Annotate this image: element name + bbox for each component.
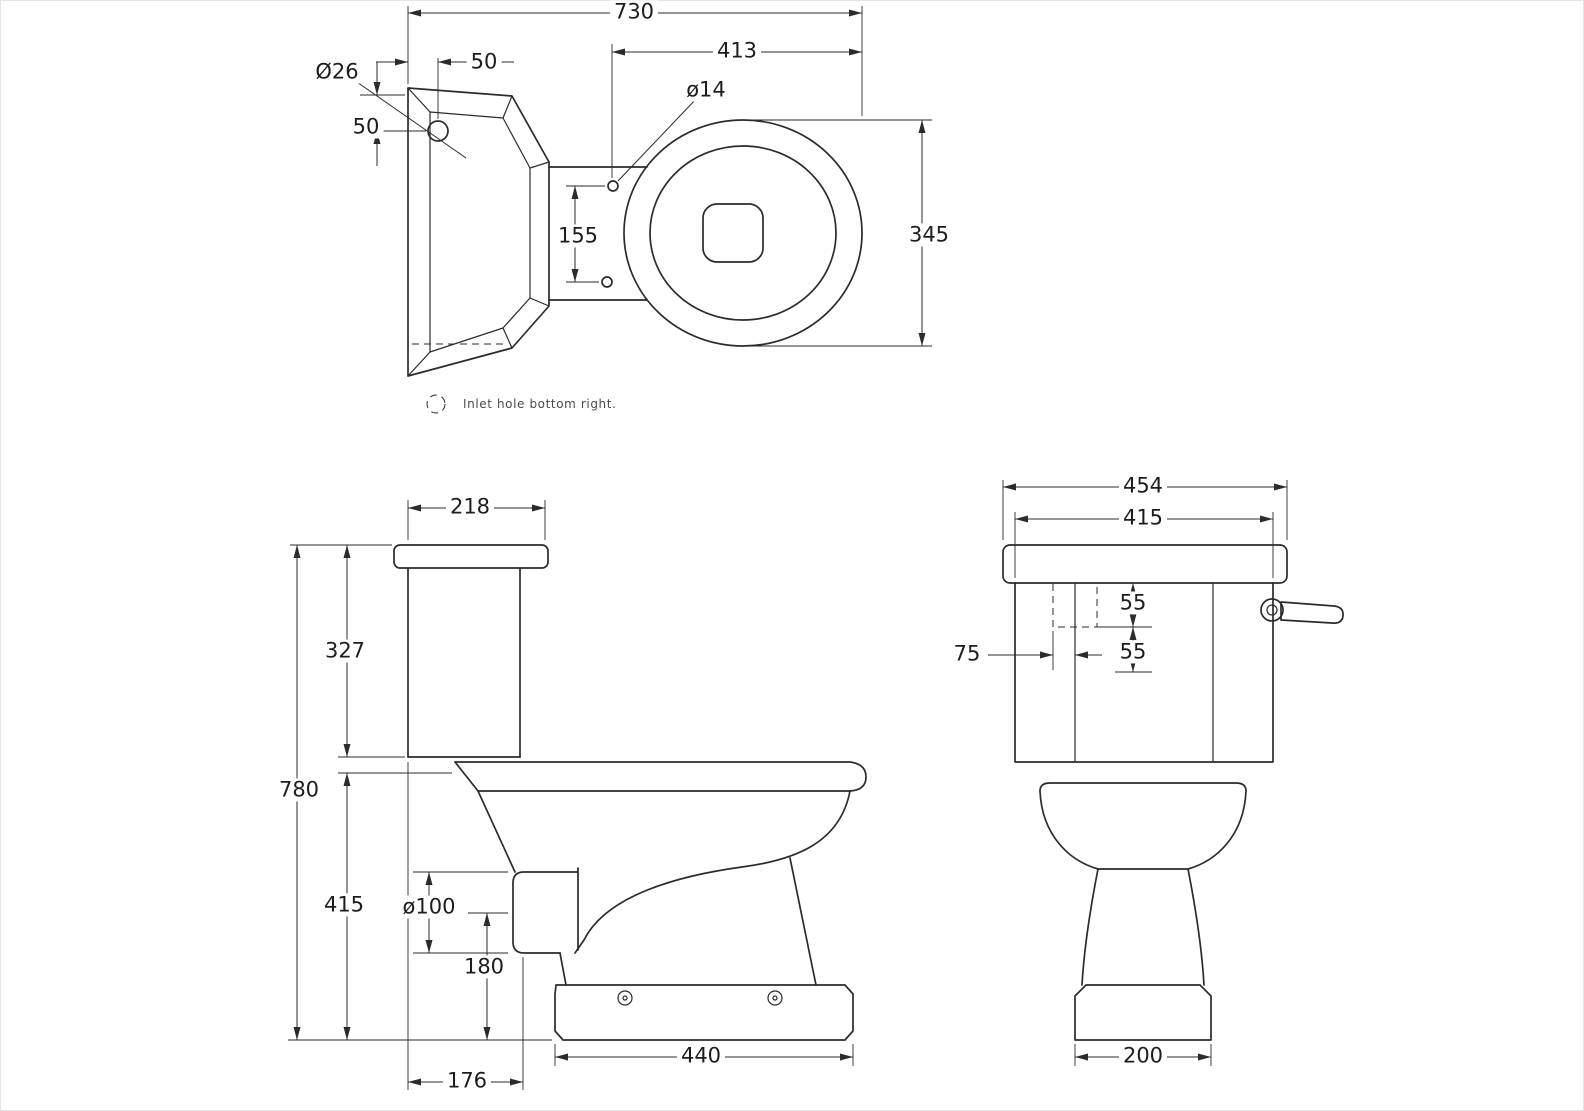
dim-lid-width: 454 <box>1118 474 1168 498</box>
dim-cistern-height: 327 <box>320 639 370 663</box>
dim-tank-width: 415 <box>1118 506 1168 530</box>
dim-overall-width: 730 <box>609 0 659 24</box>
dim-bowl-height: 415 <box>319 893 369 917</box>
inlet-note-symbol <box>426 394 446 414</box>
base-plinth-front <box>1074 984 1212 1041</box>
inlet-note-text: Inlet hole bottom right. <box>463 397 617 411</box>
flush-lever-handle <box>1280 601 1344 624</box>
seat-hole-bottom <box>601 276 613 288</box>
label-inlet-hole-dia: Ø26 <box>311 60 363 84</box>
trapway-outline <box>702 203 764 263</box>
seat-hole-top <box>607 180 619 192</box>
cistern-lid-front <box>1002 544 1288 584</box>
dim-seat-hole-spacing: 155 <box>553 224 603 248</box>
dim-base-depth: 440 <box>676 1044 726 1068</box>
dim-seat-length: 413 <box>712 39 762 63</box>
label-seat-hole-dia: ø14 <box>682 78 730 102</box>
cistern-lid-side <box>393 544 549 569</box>
side-view <box>288 500 867 1090</box>
seat-side <box>454 761 867 792</box>
dim-overall-height: 780 <box>274 778 324 802</box>
dim-inlet-offset-x: 50 <box>466 50 502 74</box>
cistern-plan-outline <box>407 87 550 377</box>
dim-base-width: 200 <box>1118 1044 1168 1068</box>
fixing-bolt-left <box>617 990 633 1006</box>
base-plinth-side <box>554 984 854 1041</box>
dim-inlet-offset-y: 50 <box>348 115 384 139</box>
fixing-bolt-right <box>767 990 783 1006</box>
dim-cistern-depth: 218 <box>445 495 495 519</box>
dim-bowl-width: 345 <box>904 223 954 247</box>
front-view <box>988 480 1344 1066</box>
flush-lever-boss <box>1260 598 1284 622</box>
dim-outlet-dia: ø100 <box>398 895 460 919</box>
dim-inlet-offset-mid: 55 <box>1115 640 1151 664</box>
bowl-front <box>1039 782 1247 870</box>
inlet-hole-region <box>1052 582 1098 628</box>
dim-outlet-height: 180 <box>459 955 509 979</box>
dim-outlet-setout: 176 <box>442 1069 492 1093</box>
dim-inlet-offset-top: 55 <box>1115 591 1151 615</box>
outlet-spigot <box>512 871 579 954</box>
dim-inlet-offset-side: 75 <box>949 642 985 666</box>
top-view <box>353 6 932 414</box>
bowl-outer-rim <box>623 119 863 347</box>
